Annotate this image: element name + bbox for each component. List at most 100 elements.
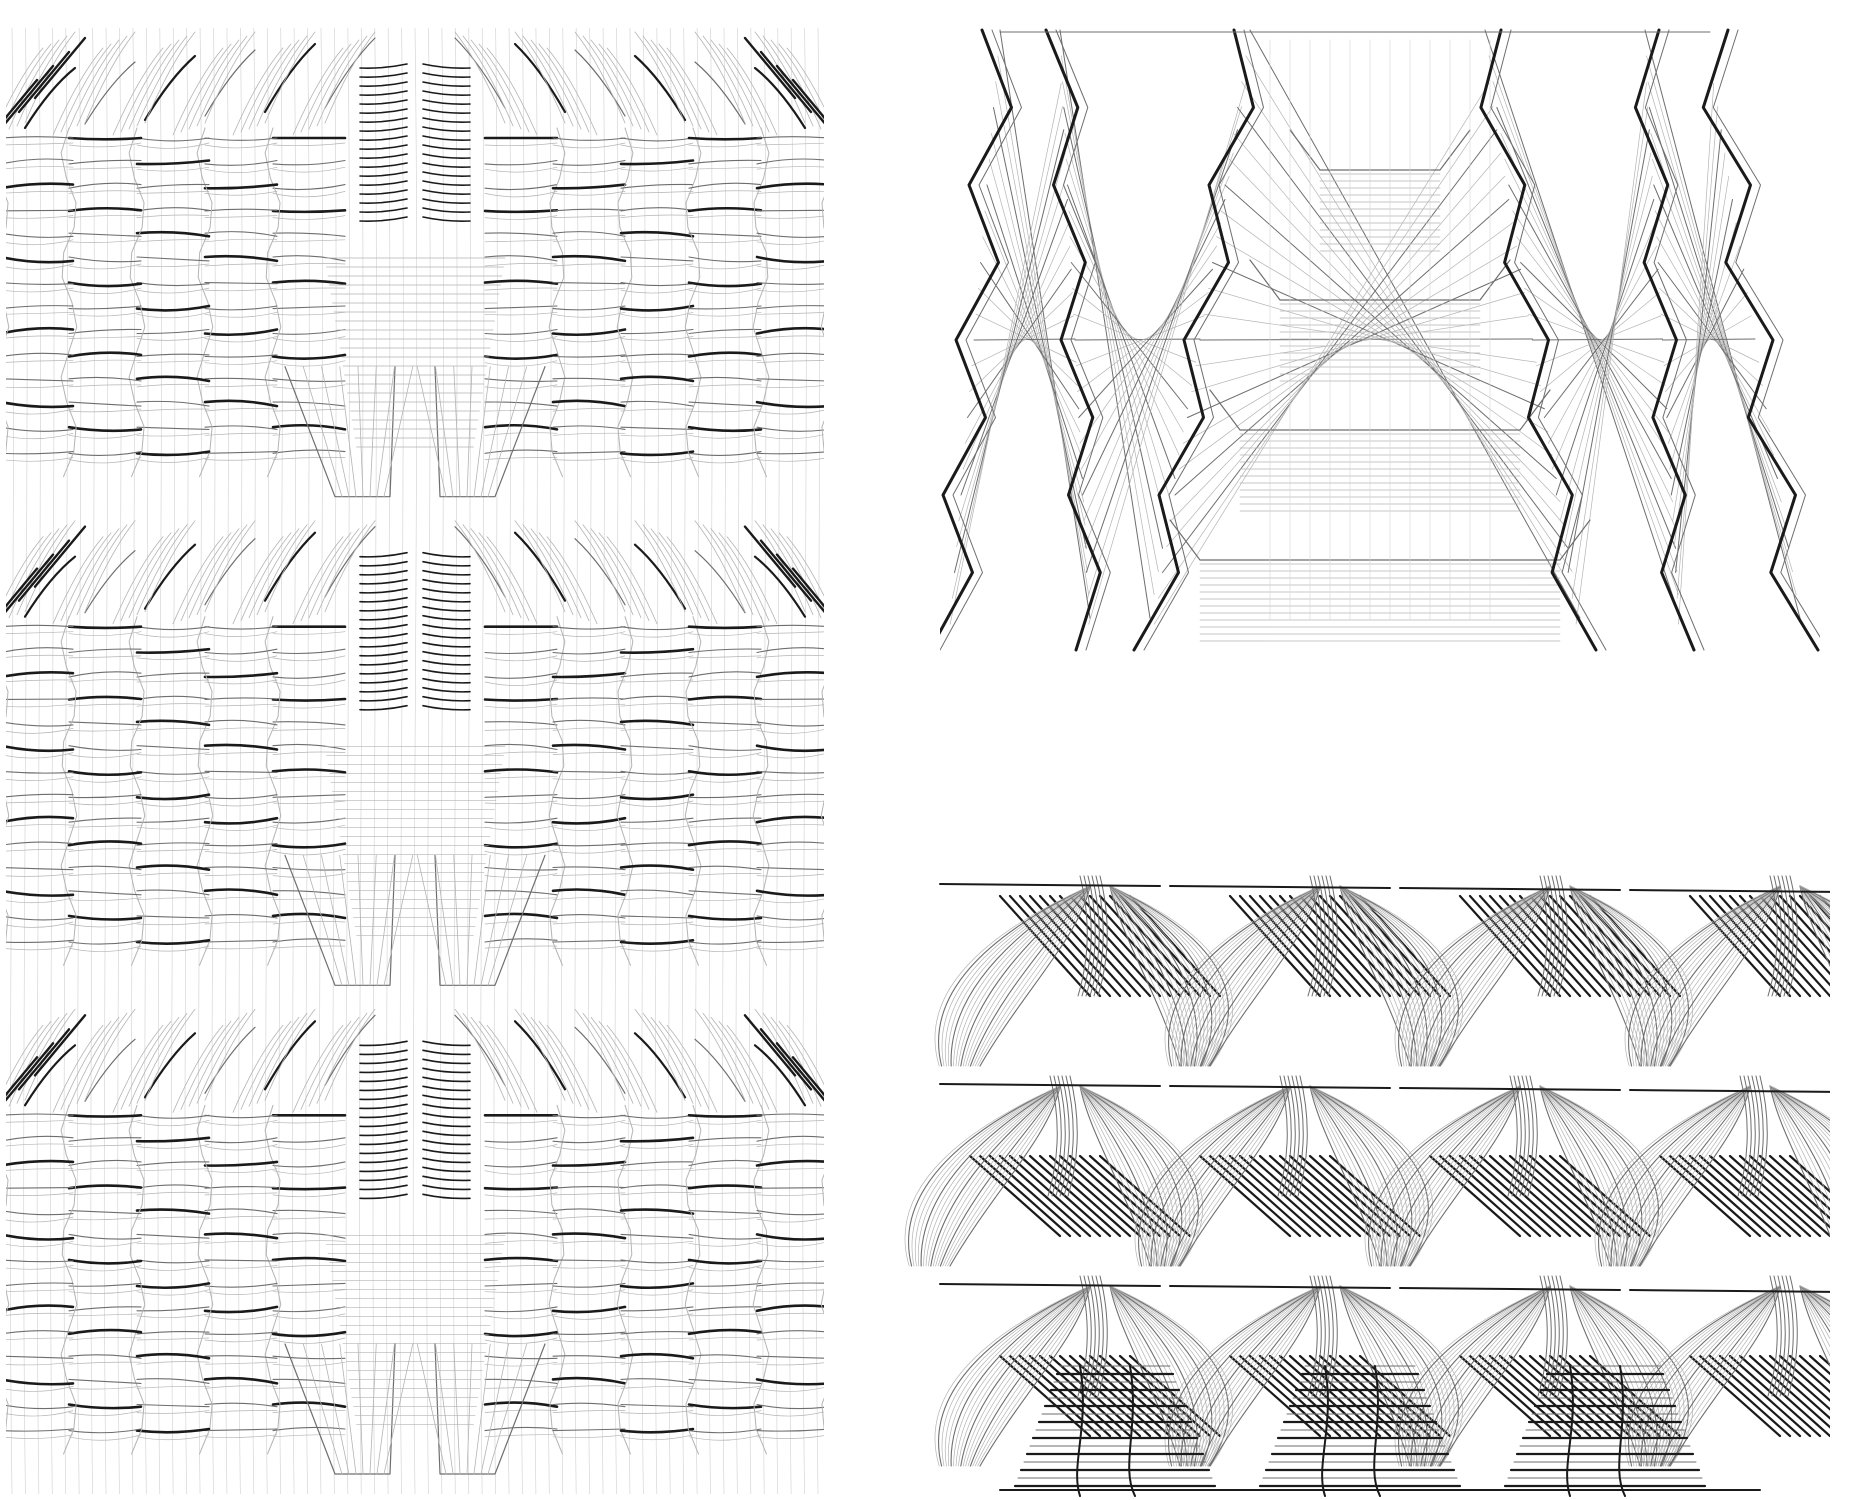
ridge-fine-stroke [484, 824, 558, 831]
flare-curve [1183, 885, 1321, 1067]
radiating-line [1067, 184, 1176, 479]
radiating-line [1563, 152, 1652, 548]
ridge-stroke [67, 1328, 143, 1336]
ridge-stroke [755, 182, 824, 190]
fan-fine-crease [144, 520, 196, 613]
ridge-stroke [271, 768, 347, 774]
flare-curve [1569, 1285, 1646, 1467]
radiating-line [964, 245, 1071, 444]
flare-curve [1799, 1285, 1830, 1334]
ridge-fine-stroke [136, 1289, 210, 1296]
column-outline [60, 127, 78, 478]
ridge-fine-stroke [204, 896, 278, 901]
flare-curve [1109, 885, 1205, 1067]
corner-diagonal [759, 539, 813, 602]
ridge-stroke [687, 695, 763, 701]
pillar-line [383, 366, 414, 498]
ridge-fine-stroke [68, 1167, 142, 1172]
fan-fine-crease [292, 47, 344, 136]
ridge-stroke [620, 915, 694, 919]
radiating-line [1162, 129, 1498, 573]
ridge-stroke [552, 1137, 626, 1144]
grid-line [399, 28, 404, 1494]
ridge-fine-stroke [204, 142, 278, 149]
flare-curve [1138, 1085, 1291, 1267]
flare-curve [1769, 1085, 1830, 1137]
tier-outline [1249, 259, 1511, 301]
ridge-fine-stroke [620, 679, 694, 683]
ridge-fine-stroke [68, 873, 142, 876]
spine-stroke [359, 587, 408, 594]
ridge-fine-stroke [688, 679, 762, 683]
pinch-column [1787, 875, 1798, 997]
ridge-stroke [135, 159, 211, 166]
ridge-fine-stroke [272, 1119, 346, 1124]
fan-fine-crease [606, 536, 658, 625]
fan-fine-crease [136, 1012, 188, 1104]
ridge-fine-stroke [484, 1337, 558, 1344]
radiating-line [1170, 175, 1506, 522]
flare-curve [1171, 885, 1321, 1067]
ridge-fine-stroke [552, 655, 626, 662]
ridge-fine-stroke [136, 287, 210, 294]
fan-fine-crease [196, 35, 248, 127]
ridge-fine-stroke [484, 1265, 558, 1268]
flare-curve [1539, 1085, 1613, 1267]
ridge-stroke [756, 841, 824, 846]
ridge-stroke [552, 1331, 626, 1335]
spine-stroke [422, 695, 471, 702]
corner-diagonal [33, 36, 87, 100]
pillar-line [339, 366, 357, 498]
flare-curve [1418, 885, 1551, 1067]
flare-curve [974, 885, 1091, 1067]
fan-fine-crease [60, 532, 112, 622]
ridge-stroke [6, 305, 74, 309]
fan-fine-crease [180, 43, 232, 133]
ridge-stroke [272, 184, 346, 191]
flare-curve [1539, 1085, 1622, 1267]
flare-curve [1569, 1285, 1652, 1467]
spine-stroke [422, 126, 471, 132]
ridge-fine-stroke [484, 849, 558, 856]
column-outline [6, 1173, 10, 1430]
fan-fine-crease [666, 1024, 718, 1113]
ridge-fine-stroke [756, 1168, 824, 1172]
flare-curve [1569, 1285, 1661, 1467]
pinch-column [1783, 1275, 1794, 1397]
ridge-fine-stroke [620, 631, 694, 638]
ridge-fine-stroke [136, 703, 210, 707]
spine-stroke [422, 686, 471, 693]
flat-pattern-panel [6, 28, 824, 1494]
ridge-stroke [551, 328, 627, 337]
pillar-line [453, 366, 461, 498]
ridge-fine-stroke [68, 1216, 142, 1221]
fan-fine-crease [538, 532, 590, 622]
ridge-fine-stroke [620, 824, 694, 830]
flare-curve [1657, 1285, 1781, 1467]
fan-fine-crease [486, 47, 538, 136]
ridge-fine-stroke [68, 215, 142, 218]
spine-stroke [359, 216, 408, 222]
ridge-stroke [6, 1355, 74, 1359]
fan-fine-crease [112, 536, 164, 625]
flare-curve [1079, 1085, 1183, 1267]
fan-fine-crease [582, 524, 634, 616]
grid-line [574, 28, 579, 1494]
ridge-fine-stroke [756, 360, 824, 364]
ridge-fine-stroke [756, 288, 824, 293]
ridge-stroke [272, 743, 346, 751]
flare-curve [1079, 1085, 1191, 1267]
ridge-fine-stroke [620, 1410, 694, 1414]
pillar-line [302, 854, 343, 986]
spine-stroke [359, 63, 408, 69]
spine-stroke [359, 1067, 408, 1074]
flare-curve [1569, 1285, 1673, 1467]
ridge-stroke [136, 400, 210, 407]
perspective-view-drawing-top [940, 28, 1820, 652]
ridge-stroke [551, 254, 627, 263]
radiating-line [1651, 158, 1782, 503]
ridge-fine-stroke [136, 872, 210, 876]
column-outline [616, 127, 634, 478]
fan-crease [513, 42, 567, 114]
fan-fine-crease [666, 47, 718, 136]
